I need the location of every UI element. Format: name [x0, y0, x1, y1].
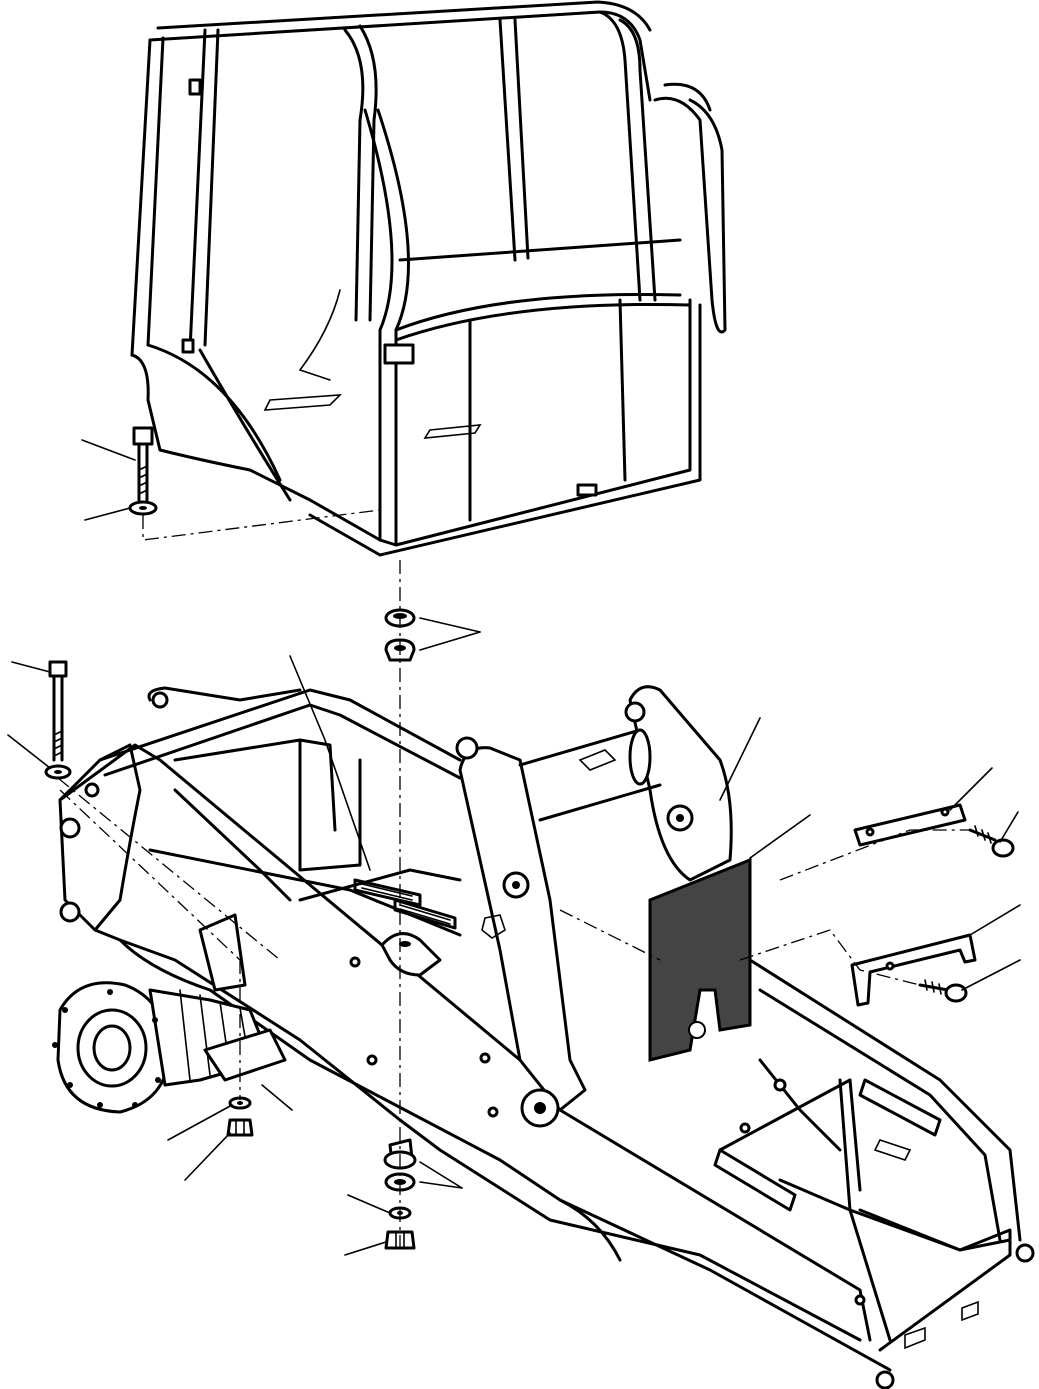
cover-plate-icon [648, 857, 752, 1062]
axle-hub-icon [52, 981, 287, 1114]
long-bolt-icon [48, 660, 68, 762]
cab-washer-icon [128, 500, 158, 516]
long-bolt-washer-icon [44, 764, 72, 780]
chassis-frame-icon [58, 685, 1035, 1389]
leader-lines [7, 439, 1021, 1256]
u-bracket-icon [850, 933, 977, 1007]
axle-nut-icon [226, 1118, 254, 1137]
spacer-bar-screw-icon [968, 825, 1015, 858]
spacer-bar-icon [853, 803, 967, 847]
assembly-axis-lines [57, 509, 970, 1250]
u-bracket-screw-icon [918, 979, 968, 1003]
cab-bolt-icon [132, 426, 154, 502]
cab-frame-icon [130, 0, 727, 557]
